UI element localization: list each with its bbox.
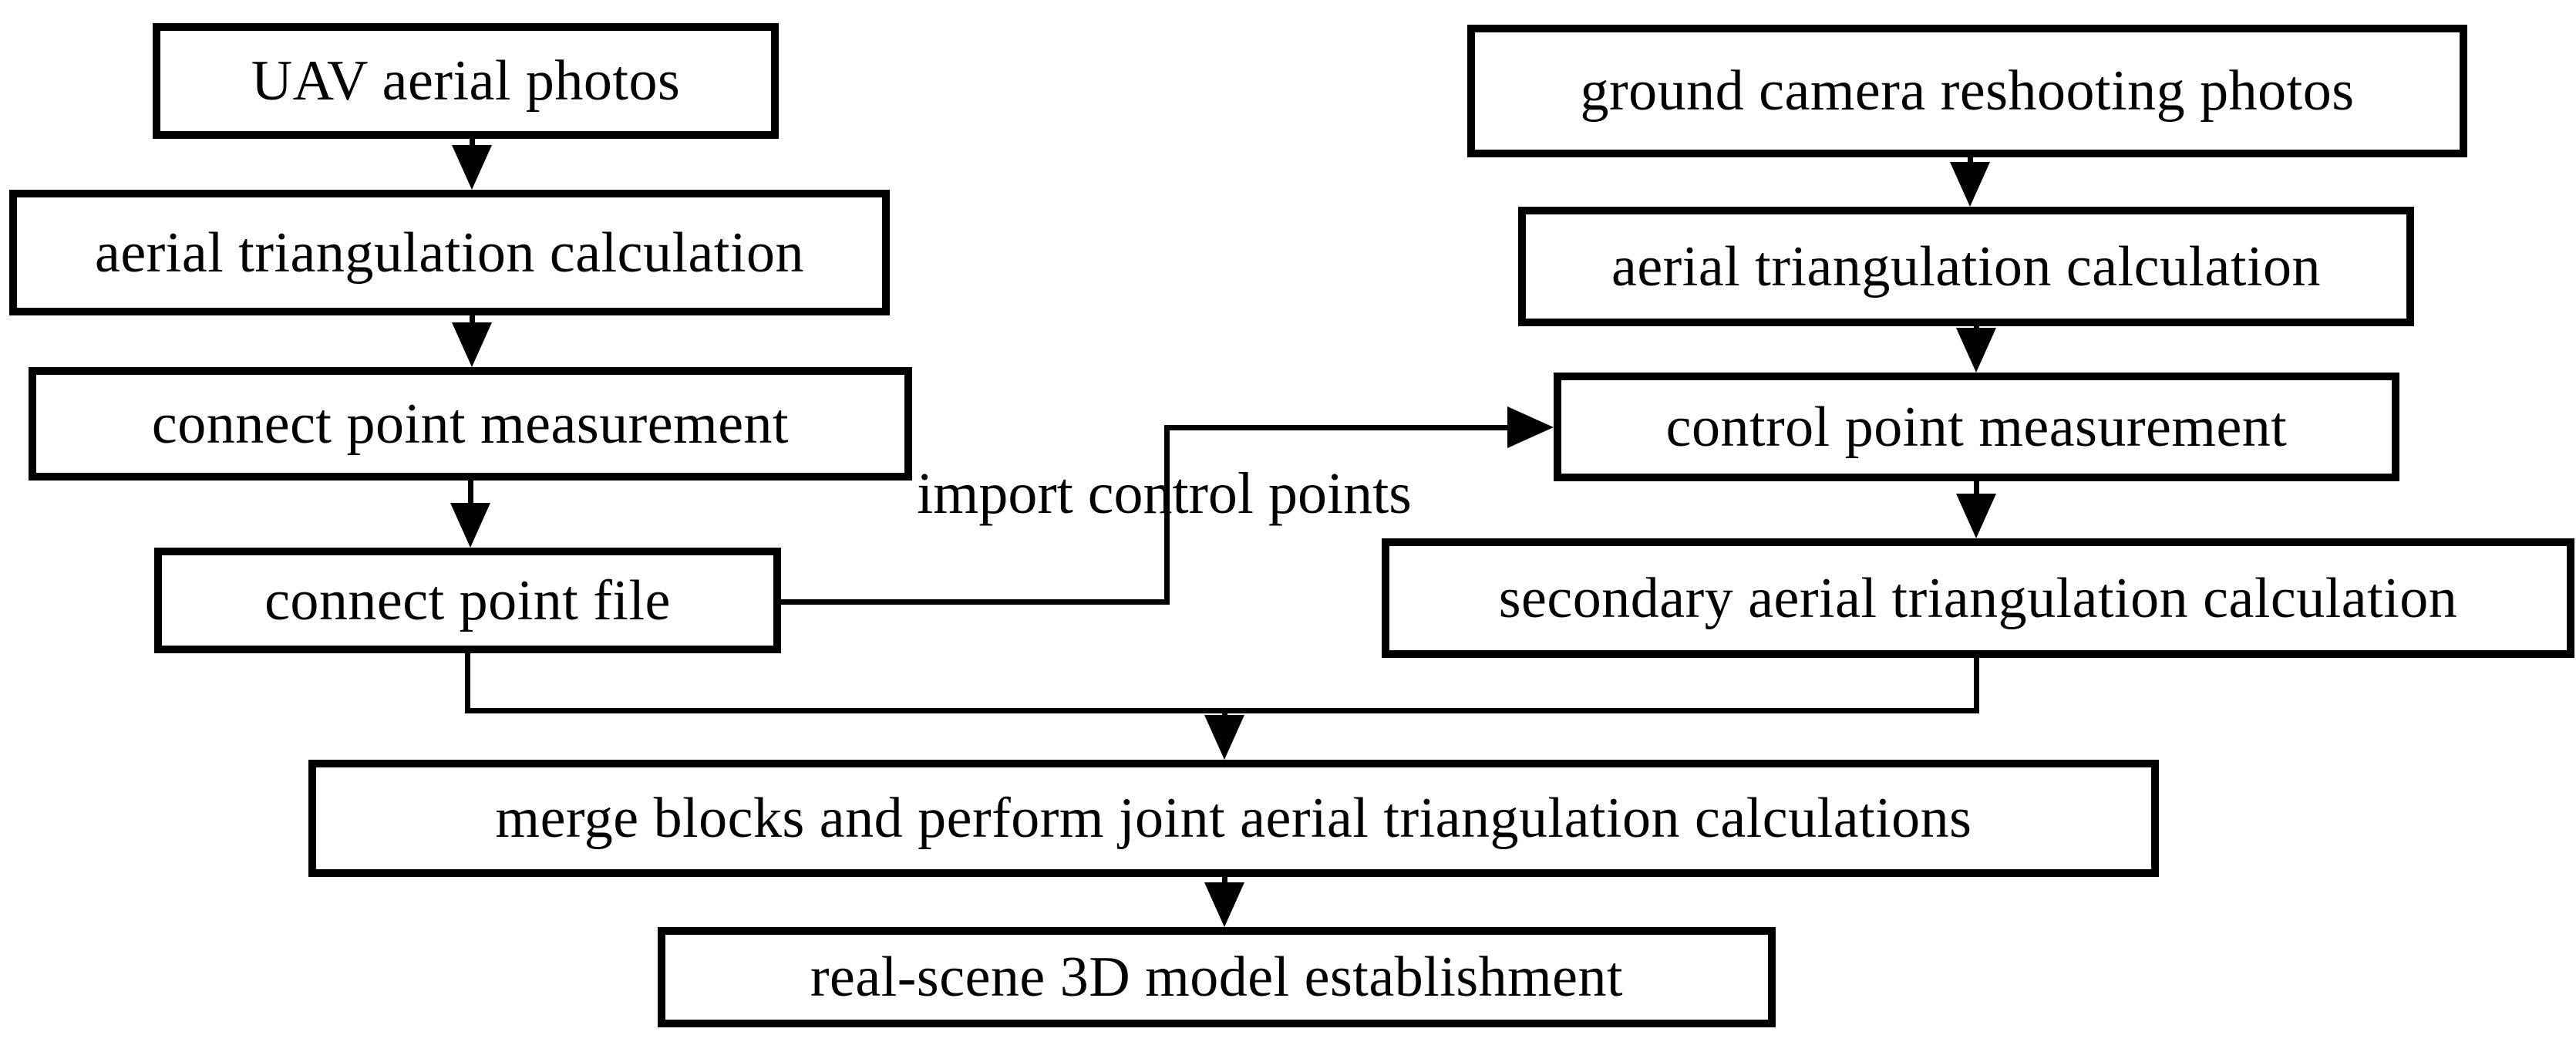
- connector-import-vertical: [1164, 425, 1170, 605]
- node-control-point-measurement: control point measurement: [1554, 373, 2399, 481]
- arrow-connect-measure-to-file-head-icon: [450, 503, 490, 548]
- arrow-import-control-points-head-icon: [1507, 406, 1554, 448]
- node-connect-point-measurement: connect point measurement: [29, 367, 912, 481]
- node-aerial-triangulation-right: aerial triangulation calculation: [1518, 207, 2414, 326]
- connector-import-horizontal-lower: [775, 599, 1170, 605]
- arrow-control-measure-to-secondary-head-icon: [1956, 494, 1996, 538]
- arrow-aerial-tri-to-connect-measure-head-icon: [452, 322, 492, 367]
- connector-merge-left-vertical: [465, 648, 470, 713]
- node-connect-point-file: connect point file: [154, 548, 781, 653]
- node-real-scene-3d-model: real-scene 3D model establishment: [658, 927, 1776, 1027]
- arrow-block-to-model-head-icon: [1204, 882, 1244, 927]
- node-ground-camera-reshooting-photos: ground camera reshooting photos: [1467, 25, 2467, 157]
- connector-import-horizontal-upper: [1164, 425, 1510, 430]
- arrow-aerial-tri-to-control-measure-head-icon: [1956, 328, 1996, 373]
- node-secondary-aerial-triangulation: secondary aerial triangulation calculati…: [1382, 538, 2574, 658]
- arrow-ground-camera-to-aerial-tri-head-icon: [1950, 162, 1990, 207]
- arrow-merge-to-block-head-icon: [1204, 715, 1244, 760]
- node-aerial-triangulation-left: aerial triangulation calculation: [9, 190, 890, 315]
- connector-merge-right-vertical: [1974, 654, 1979, 713]
- arrow-uav-to-aerial-tri-head-icon: [452, 145, 492, 190]
- node-merge-blocks: merge blocks and perform joint aerial tr…: [308, 760, 2159, 877]
- edge-label-import-control-points: import control points: [917, 461, 1412, 526]
- arrow-connect-measure-to-file-shaft: [468, 481, 473, 511]
- node-uav-aerial-photos: UAV aerial photos: [153, 23, 779, 139]
